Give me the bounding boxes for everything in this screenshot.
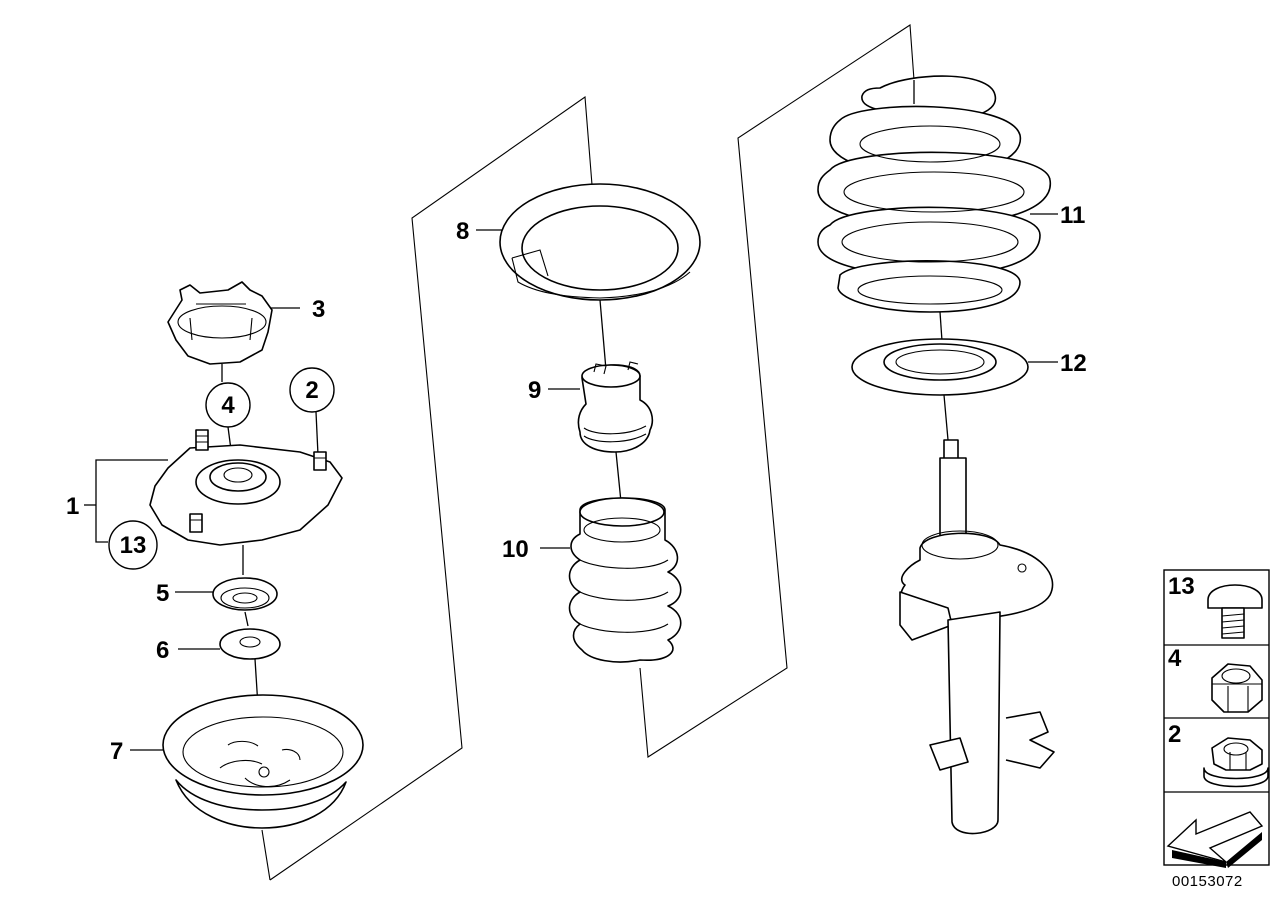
part-label-10: 10 xyxy=(502,536,529,563)
shock-absorber-part xyxy=(899,439,1055,835)
part-label-8: 8 xyxy=(456,218,469,245)
carriage-bolt-icon xyxy=(1207,584,1263,639)
part-label-3: 3 xyxy=(312,296,325,323)
flat-washer-part xyxy=(219,628,281,771)
callout-circle-13: 13 xyxy=(108,520,158,570)
flange-nut-icon xyxy=(1203,737,1269,788)
strut-support-plate-part xyxy=(149,429,343,575)
legend-number-2: 2 xyxy=(1168,721,1181,748)
drawing-code: 00153072 xyxy=(1172,873,1243,890)
dust-cap-part xyxy=(167,281,273,382)
spring-seat-ring-part xyxy=(499,183,701,371)
part-label-12: 12 xyxy=(1060,350,1087,377)
part-label-1: 1 xyxy=(66,493,79,520)
lower-spring-pad-part xyxy=(851,338,1029,441)
legend-number-13: 13 xyxy=(1168,573,1195,600)
part-label-9: 9 xyxy=(528,377,541,404)
circled-label-13: 13 xyxy=(120,532,147,559)
self-locking-nut-icon xyxy=(1211,663,1263,713)
bearing-washer-part xyxy=(212,577,278,627)
spring-support-part xyxy=(162,694,364,829)
part-label-6: 6 xyxy=(156,637,169,664)
coil-spring-part xyxy=(817,75,1051,371)
circled-label-2: 2 xyxy=(305,377,318,404)
fastener-legend: 13 4 2 xyxy=(1163,569,1270,868)
part-label-11: 11 xyxy=(1060,202,1085,229)
legend-number-4: 4 xyxy=(1168,645,1182,672)
circled-label-4: 4 xyxy=(221,392,235,419)
bump-stop-part xyxy=(577,361,654,513)
bellows-part xyxy=(568,497,682,663)
part-label-5: 5 xyxy=(156,580,169,607)
callout-circle-4: 4 xyxy=(205,382,251,428)
callout-circle-2: 2 xyxy=(289,367,335,413)
direction-arrow-icon xyxy=(1166,811,1264,868)
part-label-7: 7 xyxy=(110,738,123,765)
